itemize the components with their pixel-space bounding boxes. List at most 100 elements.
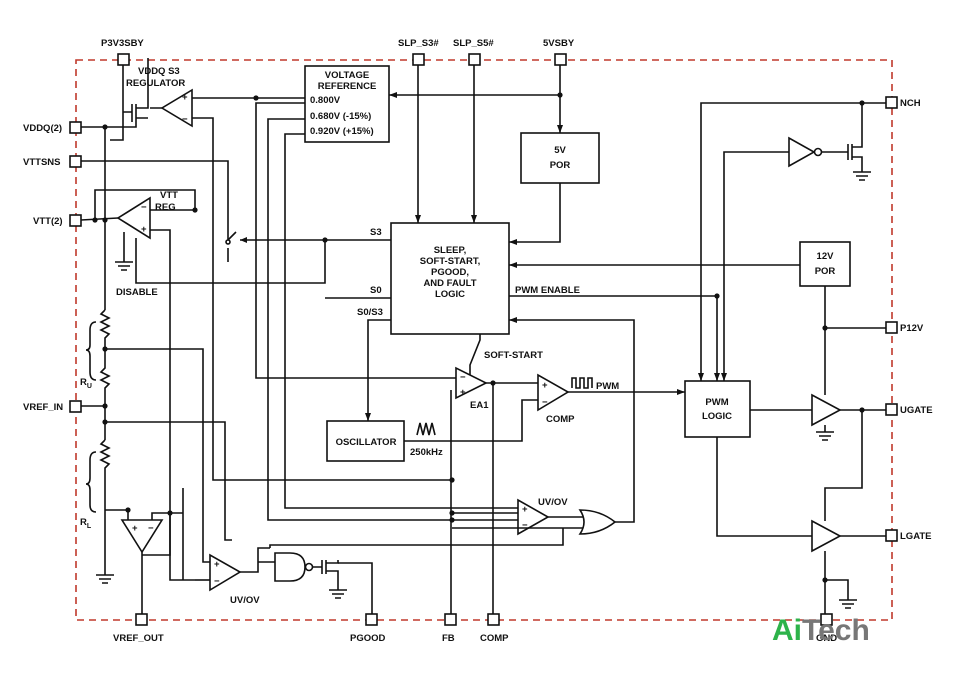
vtt-reg-amplifier — [116, 196, 151, 240]
sleep-logic-line-1: SLEEP, — [434, 245, 467, 256]
arrow-12v-por — [509, 262, 517, 268]
pin-vttsns — [69, 155, 82, 168]
wire — [509, 183, 561, 243]
and-gate-bubble — [304, 562, 314, 572]
s3-switch — [227, 231, 237, 262]
ugate-driver — [811, 393, 842, 427]
junction-dot — [859, 407, 865, 413]
brace-ru — [85, 321, 97, 381]
vtt-reg-label-1: VTT — [160, 190, 178, 201]
ea1-label: EA1 — [470, 400, 489, 411]
pin-vref-out — [135, 613, 148, 626]
voltage-reference-title-2: REFERENCE — [318, 81, 377, 92]
vtt-amp-plus: + — [141, 224, 147, 235]
wire — [105, 348, 210, 563]
wire-pwm-enable — [509, 295, 718, 381]
ground-icon — [329, 589, 347, 599]
por-5v-block — [520, 132, 600, 184]
pin-p12v — [885, 321, 898, 334]
pin-label-vref-out: VREF_OUT — [113, 633, 164, 644]
switch-contact — [225, 239, 231, 245]
ru-label: RU — [80, 377, 92, 390]
junction-dot — [102, 217, 108, 223]
comp-minus: − — [542, 397, 548, 408]
s3-label: S3 — [370, 227, 382, 238]
junction-dots — [92, 92, 865, 583]
watermark-logo: AiTech — [772, 614, 870, 647]
pin-vref-in — [69, 400, 82, 413]
junction-dot — [102, 403, 108, 409]
pwm-logic-line-2: LOGIC — [702, 411, 732, 422]
pin-label-5vsby: 5VSBY — [543, 38, 575, 49]
oscillator-label: OSCILLATOR — [336, 437, 397, 448]
vtt-reg-label-2: REG — [155, 202, 176, 213]
uvov2-minus: − — [522, 520, 528, 531]
pin-label-vddq2: VDDQ(2) — [23, 123, 62, 134]
and-gate — [274, 552, 306, 582]
pin-label-ugate: UGATE — [900, 405, 933, 416]
wire-nch — [700, 102, 886, 381]
wire — [105, 509, 129, 520]
arrow-5v-por — [557, 125, 563, 133]
uvov-label-2: UV/OV — [538, 497, 568, 508]
wire-vddq-out — [81, 122, 137, 128]
pin-label-gnd: GND — [816, 633, 837, 644]
junction-dot — [449, 510, 455, 516]
junction-dot — [102, 124, 108, 130]
por-5v-line-2: POR — [550, 160, 571, 171]
voltage-reference-title-1: VOLTAGE — [325, 70, 370, 81]
wire-vttsns — [81, 160, 229, 240]
uvov-comparator-1 — [209, 553, 242, 592]
pin-label-p12v: P12V — [900, 323, 924, 334]
vref-level-0920: 0.920V (+15%) — [310, 126, 374, 137]
pin-label-p3v3sby: P3V3SBY — [101, 38, 144, 49]
vtt-amp-minus: − — [141, 202, 147, 213]
pin-lgate — [885, 529, 898, 542]
vddq-amp-plus: + — [182, 92, 188, 103]
rl-label: RL — [80, 517, 92, 530]
pin-label-vttsns: VTTSNS — [23, 157, 60, 168]
junction-dot — [859, 100, 865, 106]
arrow-pwm-enable — [714, 373, 720, 381]
uvov2-plus: + — [522, 504, 528, 515]
por-5v-line-1: 5V — [554, 145, 566, 156]
pin-label-comp: COMP — [480, 633, 509, 644]
s0s3-label: S0/S3 — [357, 307, 383, 318]
ea1-minus: − — [460, 372, 466, 383]
arrow-nch — [698, 373, 704, 381]
pin-ugate — [885, 403, 898, 416]
pin-p3v3sby — [117, 53, 130, 66]
uvov1-plus: + — [214, 559, 220, 570]
brace-rl — [85, 451, 97, 513]
sleep-logic-line-4: AND FAULT — [423, 278, 476, 289]
wire — [825, 579, 849, 600]
pin-label-lgate: LGATE — [900, 531, 932, 542]
vref-buf-plus: + — [132, 523, 138, 534]
junction-dot — [714, 293, 720, 299]
sawtooth-icon — [416, 422, 436, 436]
wire — [269, 528, 564, 548]
junction-dot — [192, 207, 198, 213]
wire-vref-ov — [284, 133, 518, 509]
pin-5vsby — [554, 53, 567, 66]
arrow-nch-2 — [721, 373, 727, 381]
sleep-logic-line-2: SOFT-START, — [420, 256, 481, 267]
pin-label-fb: FB — [442, 633, 455, 644]
wire-vref-uv — [267, 118, 518, 521]
watermark-part-1: Ai — [772, 614, 802, 647]
ea1-plus: + — [460, 387, 466, 398]
pin-vddq2 — [69, 121, 82, 134]
disable-label: DISABLE — [116, 287, 158, 298]
ground-icon — [96, 574, 114, 584]
pin-comp — [487, 613, 500, 626]
junction-dot — [167, 510, 173, 516]
ground-icon — [816, 431, 834, 441]
s0-label: S0 — [370, 285, 382, 296]
vddq-s3-label-1: VDDQ S3 — [138, 66, 180, 77]
sleep-logic-line-5: LOGIC — [435, 289, 465, 300]
resistor-rl — [99, 439, 111, 575]
pin-label-nch: NCH — [900, 98, 921, 109]
chip-boundary — [75, 59, 893, 621]
wire — [723, 151, 789, 381]
uvov-comparator-2 — [517, 498, 550, 536]
